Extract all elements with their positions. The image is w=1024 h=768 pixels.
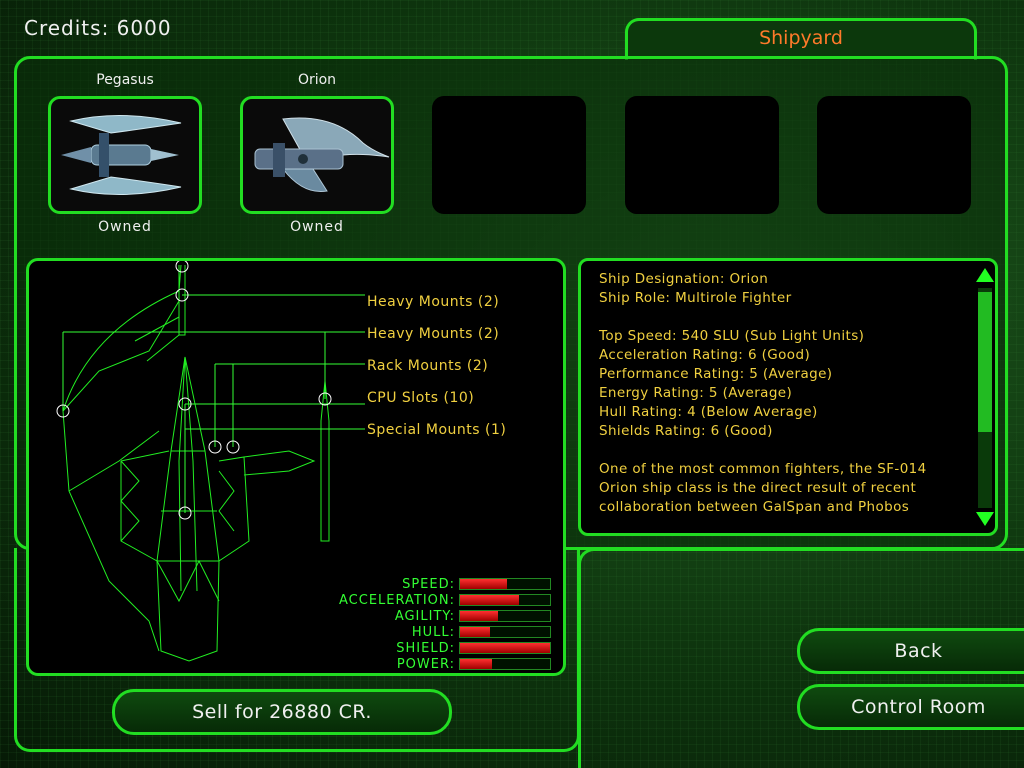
sell-ship-button-label: Sell for 26880 CR. (192, 701, 372, 723)
stat-bar-fill (460, 659, 492, 669)
ship-wireframe-panel: Heavy Mounts (2) Heavy Mounts (2) Rack M… (26, 258, 566, 676)
arrow-up-icon[interactable] (976, 268, 994, 282)
ship-slot-orion[interactable] (240, 96, 394, 214)
stat-bar-fill (460, 627, 490, 637)
ship-slot-empty[interactable] (817, 96, 971, 214)
stat-bar (459, 658, 551, 670)
info-line: Acceleration Rating: 6 (Good) (599, 347, 811, 363)
info-line: Ship Role: Multirole Fighter (599, 290, 792, 306)
info-line: Orion ship class is the direct result of… (599, 480, 917, 496)
mount-label-rack: Rack Mounts (2) (367, 358, 489, 374)
bottom-frame-border (578, 548, 1024, 768)
sell-ship-button[interactable]: Sell for 26880 CR. (112, 689, 452, 735)
stat-bar (459, 626, 551, 638)
stat-label: HULL: (411, 625, 455, 640)
ship-slot-pegasus[interactable] (48, 96, 202, 214)
info-line: collaboration between GalSpan and Phobos (599, 499, 910, 515)
mount-label-cpu: CPU Slots (10) (367, 390, 475, 406)
info-line: Top Speed: 540 SLU (Sub Light Units) (599, 328, 865, 344)
scroll-thumb[interactable] (978, 292, 992, 432)
back-button[interactable]: Back (797, 628, 1024, 674)
stat-bar (459, 578, 551, 590)
credits-display: Credits: 6000 (24, 16, 172, 40)
info-scrollbar[interactable] (974, 262, 996, 532)
stat-label: SHIELD: (396, 641, 455, 656)
ship-wireframe-diagram (56, 261, 365, 662)
ship-slot-name: Orion (297, 72, 337, 88)
control-room-button-label: Control Room (851, 696, 986, 718)
back-button-label: Back (894, 640, 943, 662)
orion-ship-image (254, 117, 390, 193)
stat-bar (459, 594, 551, 606)
ship-slot-name: Pegasus (96, 72, 154, 88)
ship-slot-empty[interactable] (432, 96, 586, 214)
info-line: Energy Rating: 5 (Average) (599, 385, 793, 401)
stat-bar-fill (460, 595, 520, 605)
ship-slot-status: Owned (290, 219, 344, 235)
info-line: Shields Rating: 6 (Good) (599, 423, 773, 439)
stat-bar-fill (460, 611, 498, 621)
stat-label: POWER: (396, 657, 455, 672)
control-room-button[interactable]: Control Room (797, 684, 1024, 730)
info-line: Hull Rating: 4 (Below Average) (599, 404, 818, 420)
stat-bar (459, 642, 551, 654)
stat-label: ACCELERATION: (339, 593, 455, 608)
pegasus-ship-image (61, 114, 182, 196)
mount-label-heavy: Heavy Mounts (2) (367, 294, 500, 310)
info-line: Ship Designation: Orion (599, 271, 769, 287)
tab-shipyard-label: Shipyard (759, 27, 843, 49)
ship-slot-empty[interactable] (625, 96, 779, 214)
mount-label-special: Special Mounts (1) (367, 422, 507, 438)
stat-bar-fill (460, 643, 550, 653)
arrow-down-icon[interactable] (976, 512, 994, 526)
ship-slot-status: Owned (98, 219, 152, 235)
stat-label: AGILITY: (394, 609, 455, 624)
mount-label-heavy: Heavy Mounts (2) (367, 326, 500, 342)
stat-bar-fill (460, 579, 507, 589)
tab-shipyard[interactable]: Shipyard (625, 18, 977, 60)
stat-bar (459, 610, 551, 622)
info-line: Performance Rating: 5 (Average) (599, 366, 833, 382)
stat-label: SPEED: (402, 577, 455, 592)
info-line: One of the most common fighters, the SF-… (599, 461, 927, 477)
